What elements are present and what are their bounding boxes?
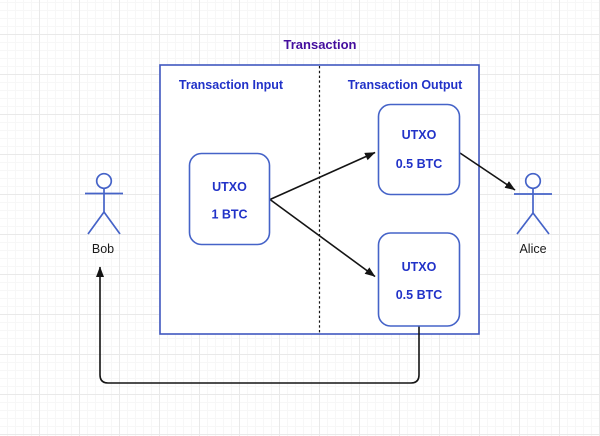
output-utxo-top-title: UTXO xyxy=(402,128,437,142)
connector-top-output-to-alice xyxy=(459,152,516,191)
output-utxo-bottom-amount: 0.5 BTC xyxy=(396,288,443,302)
output-utxo-top-node: UTXO 0.5 BTC xyxy=(377,103,461,196)
output-utxo-bottom-box xyxy=(377,232,461,327)
connector-input-to-top-output xyxy=(269,151,376,201)
input-utxo-box xyxy=(188,152,271,246)
connector-input-to-bottom-output xyxy=(269,198,376,278)
input-section-label: Transaction Input xyxy=(179,78,284,92)
bob-label: Bob xyxy=(92,242,114,256)
output-utxo-bottom-title: UTXO xyxy=(402,260,437,274)
bob-stick-figure-icon xyxy=(85,172,123,235)
alice-label: Alice xyxy=(519,242,546,256)
alice-stick-figure-icon xyxy=(514,172,552,235)
actor-bob: Bob xyxy=(85,172,123,256)
output-utxo-top-amount: 0.5 BTC xyxy=(396,157,443,171)
input-utxo-node: UTXO 1 BTC xyxy=(188,152,271,246)
output-utxo-top-box xyxy=(377,103,461,196)
input-utxo-amount: 1 BTC xyxy=(211,208,247,222)
actor-alice: Alice xyxy=(514,172,552,256)
connector-bottom-output-to-bob xyxy=(96,266,420,384)
input-utxo-title: UTXO xyxy=(212,180,247,194)
diagram-title: Transaction xyxy=(284,37,357,52)
output-section-label: Transaction Output xyxy=(348,78,463,92)
output-utxo-bottom-node: UTXO 0.5 BTC xyxy=(377,232,461,327)
